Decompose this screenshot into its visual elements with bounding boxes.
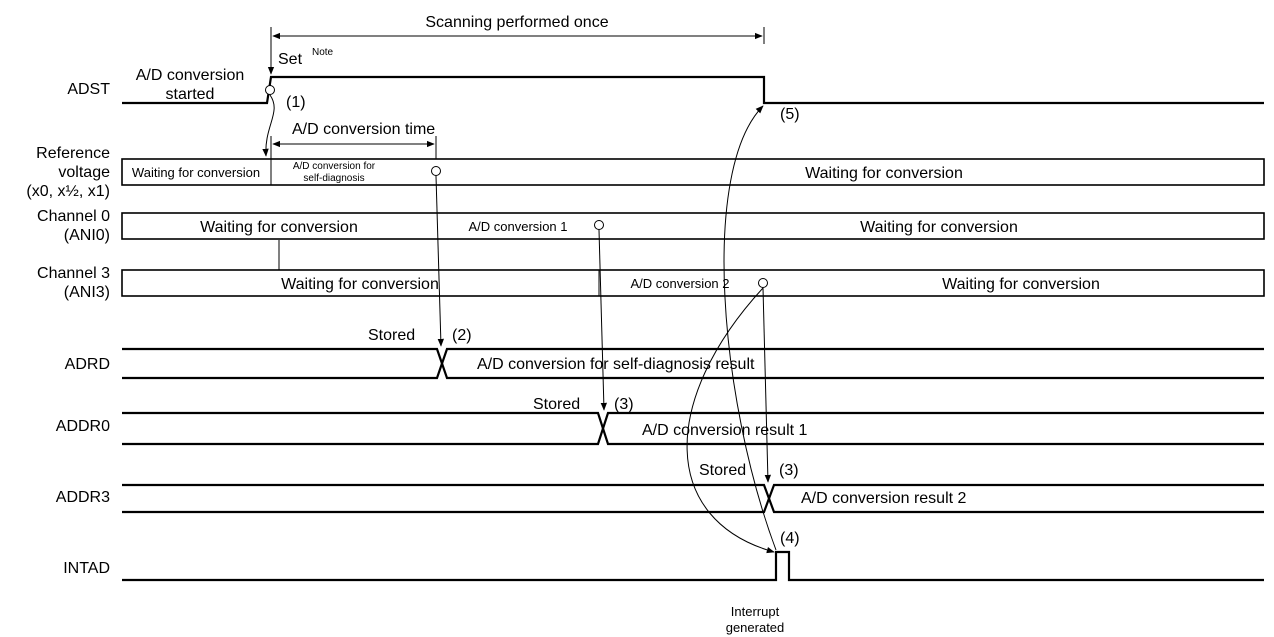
addr0-result: A/D conversion result 1 bbox=[642, 422, 808, 439]
note-superscript: Note bbox=[312, 47, 334, 58]
arrow-1 bbox=[262, 94, 275, 157]
label-channel3-line2: (ANI3) bbox=[64, 284, 110, 301]
label-channel3-line1: Channel 3 bbox=[37, 265, 110, 282]
label-reference-line2: voltage bbox=[58, 164, 110, 181]
step-2-label: (2) bbox=[452, 327, 472, 344]
label-intad: INTAD bbox=[63, 560, 110, 577]
adrd-result: A/D conversion for self-diagnosis result bbox=[477, 356, 755, 373]
channel0-bus bbox=[121, 212, 1265, 240]
channel3-waiting-right: Waiting for conversion bbox=[942, 276, 1100, 293]
label-addr3: ADDR3 bbox=[56, 489, 110, 506]
channel0-waiting-right: Waiting for conversion bbox=[860, 219, 1018, 236]
addr3-stored-label: Stored bbox=[699, 462, 746, 479]
conversion-started-line2: started bbox=[166, 86, 215, 103]
self-diag-segment-line2: self-diagnosis bbox=[303, 173, 364, 184]
arrow-2 bbox=[435, 175, 444, 347]
addr3-upper-line bbox=[122, 483, 1264, 514]
step-4-label: (4) bbox=[780, 530, 800, 547]
channel0-waiting-left: Waiting for conversion bbox=[200, 219, 358, 236]
scanning-label: Scanning performed once bbox=[425, 14, 608, 31]
step-3a-label: (3) bbox=[614, 396, 634, 413]
interrupt-line1: Interrupt bbox=[731, 604, 780, 619]
arrow-3a bbox=[598, 229, 607, 411]
label-addr0: ADDR0 bbox=[56, 418, 110, 435]
label-reference-line1: Reference bbox=[36, 145, 110, 162]
conversion-started-line1: A/D conversion bbox=[136, 67, 245, 84]
addr0-stored-label: Stored bbox=[533, 396, 580, 413]
set-label: Set bbox=[278, 51, 303, 68]
step-1-label: (1) bbox=[286, 94, 306, 111]
step-5-label: (5) bbox=[780, 106, 800, 123]
adst-waveform bbox=[122, 75, 1264, 105]
reference-bus bbox=[121, 158, 1265, 186]
channel3-waiting-left: Waiting for conversion bbox=[281, 276, 439, 293]
channel3-bus bbox=[121, 269, 1265, 297]
event-marker-adst bbox=[265, 85, 275, 95]
label-channel0-line1: Channel 0 bbox=[37, 208, 110, 225]
event-marker-selfdiag bbox=[431, 166, 441, 176]
addr3-result: A/D conversion result 2 bbox=[801, 490, 967, 507]
conversion-time-label: A/D conversion time bbox=[292, 121, 435, 138]
channel0-conversion1: A/D conversion 1 bbox=[469, 219, 568, 234]
interrupt-line2: generated bbox=[726, 620, 785, 635]
self-diag-segment-line1: A/D conversion for bbox=[293, 161, 376, 172]
reference-waiting-right: Waiting for conversion bbox=[805, 165, 963, 182]
label-reference-line3: (x0, x½, x1) bbox=[26, 183, 110, 200]
step-3b-label: (3) bbox=[779, 462, 799, 479]
arrow-5 bbox=[723, 105, 777, 551]
adrd-stored-label: Stored bbox=[368, 327, 415, 344]
addr3-lower-line bbox=[122, 483, 1264, 514]
label-adst: ADST bbox=[67, 81, 110, 98]
channel3-conversion2: A/D conversion 2 bbox=[631, 276, 730, 291]
adrd-lower-line bbox=[122, 347, 1264, 380]
label-adrd: ADRD bbox=[65, 356, 110, 373]
reference-waiting-left: Waiting for conversion bbox=[132, 165, 260, 180]
arrow-3b bbox=[762, 287, 772, 483]
addr0-lower-line bbox=[122, 411, 1264, 446]
intad-waveform bbox=[122, 550, 1264, 582]
event-marker-conv1 bbox=[594, 220, 604, 230]
label-channel0-line2: (ANI0) bbox=[64, 227, 110, 244]
event-marker-conv2 bbox=[758, 278, 768, 288]
